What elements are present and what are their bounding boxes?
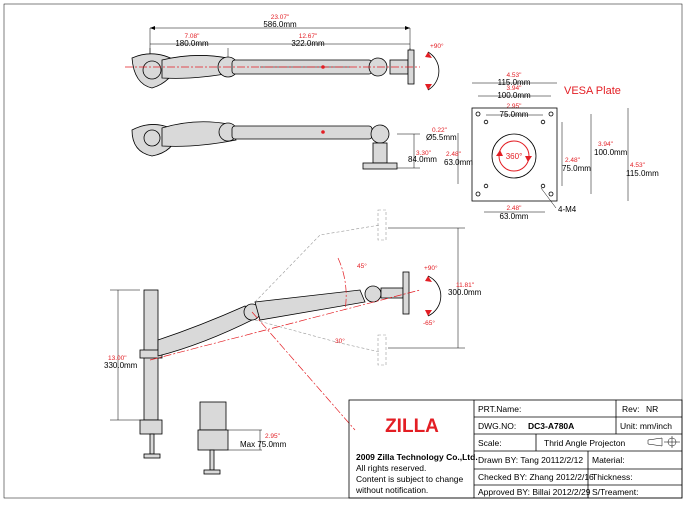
vesa-plate-outline	[471, 107, 558, 202]
svg-text:4.53": 4.53"	[630, 162, 646, 169]
svg-text:DWG.NO:: DWG.NO:	[478, 421, 516, 431]
pole-height-mm: 330.0mm	[104, 361, 138, 370]
vesa-outer-width: 115.0mm	[498, 78, 531, 87]
lift-in: 11.81"	[456, 282, 475, 289]
desk-clamp: 2.95" Max 75.0mm	[197, 401, 287, 475]
material: Material:	[592, 455, 625, 465]
vesa-100-height: 100.0mm	[594, 148, 628, 157]
svg-text:2.48": 2.48"	[565, 157, 581, 164]
range-view: 45° 30° +90° -65° 11.81" 300.0mm 13.00" …	[104, 209, 482, 459]
vesa-title: VESA Plate	[564, 85, 621, 97]
svg-text:2.48": 2.48"	[446, 151, 462, 158]
vesa-bottom-width: 63.0mm	[500, 212, 529, 221]
svg-text:Rev:: Rev:	[622, 404, 639, 414]
prt-name-label: PRT.Name:	[478, 404, 521, 414]
vesa-75-height: 75.0mm	[562, 164, 591, 173]
tilt-up: +90°	[424, 264, 438, 272]
desk-thickness-in: 2.95"	[265, 433, 281, 440]
vesa-left-height: 63.0mm	[444, 158, 473, 167]
pole-height-in: 13.00"	[108, 355, 127, 362]
svg-text:Scale:: Scale:	[478, 438, 502, 448]
svg-text:Content is subject to change: Content is subject to change	[356, 474, 464, 484]
units: Unit: mm/inch	[620, 421, 672, 431]
second-arm-mm: 322.0mm	[291, 39, 325, 48]
second-arm-in: 12.67"	[299, 33, 318, 40]
projection: Thrid Angle Projecton	[544, 438, 626, 448]
tilt-top: +90°	[430, 42, 444, 50]
vesa-100-width: 100.0mm	[497, 91, 531, 100]
side-view: 3.30" 84.0mm	[131, 121, 437, 170]
svg-text:3.94": 3.94"	[507, 85, 523, 92]
overall-in: 23.07"	[271, 14, 290, 21]
angle-up: 45°	[357, 262, 367, 270]
sheet-border	[3, 3, 683, 499]
projection-symbol-icon	[647, 436, 680, 448]
thickness: Thickness:	[592, 472, 633, 482]
revision: NR	[646, 404, 658, 414]
tilt-down: -65°	[423, 319, 435, 327]
svg-text:All rights reserved.: All rights reserved.	[356, 463, 426, 473]
approved-by: Approved BY: Billai 2012/2/29	[478, 487, 591, 497]
drawing-number: DC3-A780A	[528, 421, 574, 431]
svg-text:2.48": 2.48"	[507, 205, 523, 212]
overall-mm: 586.0mm	[263, 20, 297, 29]
company-name: 2009 Zilla Technology Co.,Ltd.	[356, 452, 478, 462]
desk-thickness-mm: Max 75.0mm	[240, 440, 287, 449]
svg-text:4.53": 4.53"	[507, 72, 523, 79]
vesa-75-width: 75.0mm	[500, 110, 529, 119]
angle-down: 30°	[335, 337, 345, 345]
first-arm-in: 7.08"	[185, 33, 201, 40]
company-logo: ZILLA	[385, 416, 439, 437]
title-block: ZILLA 2009 Zilla Technology Co.,Ltd. All…	[348, 399, 683, 499]
top-view: 23.07" 586.0mm 7.08" 180.0mm 12.67" 322.…	[125, 14, 444, 91]
vesa-hole: Ø5.5mm	[426, 133, 457, 142]
screw-spec: 4-M4	[558, 205, 577, 214]
rotation-label: 360°	[506, 152, 523, 161]
vesa-plate: VESA Plate 4.53" 115.0mm 3.94" 100.0mm 2…	[426, 72, 659, 221]
clamp-height-mm: 84.0mm	[408, 155, 437, 164]
clamp-height-in: 3.30"	[416, 150, 432, 157]
treatment: S/Treament:	[592, 487, 638, 497]
svg-text:2.95": 2.95"	[507, 103, 523, 110]
upper-arm	[254, 289, 366, 321]
vesa-115-height: 115.0mm	[626, 169, 659, 178]
drawn-by: Drawn BY: Tang 20112/2/12	[478, 455, 583, 465]
lift-mm: 300.0mm	[448, 288, 482, 297]
svg-text:0.22": 0.22"	[432, 127, 448, 134]
svg-text:without notification.: without notification.	[355, 485, 428, 495]
checked-by: Checked BY: Zhang 2012/2/16	[478, 472, 594, 482]
first-arm-mm: 180.0mm	[175, 39, 209, 48]
svg-text:3.94": 3.94"	[598, 141, 614, 148]
